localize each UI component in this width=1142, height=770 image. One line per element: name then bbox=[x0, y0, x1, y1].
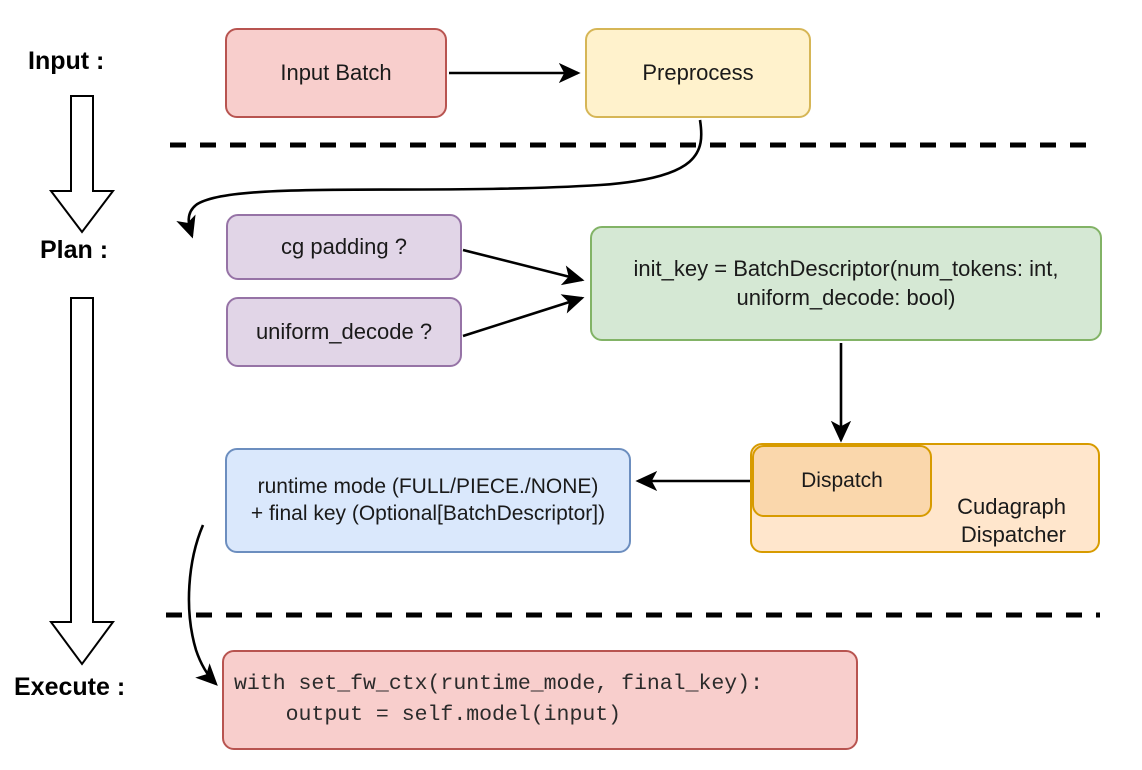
stage-flow-arrow-plan-to-execute bbox=[49, 297, 115, 666]
node-cg-padding[interactable]: cg padding ? bbox=[226, 214, 462, 280]
stage-label-plan: Plan : bbox=[40, 236, 109, 264]
node-dispatch[interactable]: Dispatch bbox=[752, 445, 932, 517]
arrow-uniform-decode-to-init-key bbox=[462, 294, 585, 338]
node-cudagraph-dispatcher-line2: Dispatcher bbox=[960, 521, 1066, 547]
stage-flow-arrow-input-to-plan bbox=[48, 95, 116, 234]
stage-label-execute: Execute : bbox=[14, 673, 126, 701]
arrow-cg-padding-to-init-key bbox=[462, 248, 585, 286]
node-init-key[interactable]: init_key = BatchDescriptor(num_tokens: i… bbox=[590, 226, 1102, 341]
node-runtime-mode-line2: + final key (Optional[BatchDescriptor]) bbox=[250, 501, 606, 525]
node-execute-code[interactable]: with set_fw_ctx(runtime_mode, final_key)… bbox=[222, 650, 858, 750]
node-init-key-line1: init_key = BatchDescriptor(num_tokens: i… bbox=[633, 256, 1059, 282]
node-runtime-mode[interactable]: runtime mode (FULL/PIECE./NONE) + final … bbox=[225, 448, 631, 553]
arrow-runtime-mode-to-execute-code bbox=[187, 524, 218, 686]
node-execute-code-line1: with set_fw_ctx(runtime_mode, final_key)… bbox=[234, 671, 763, 696]
node-uniform-decode[interactable]: uniform_decode ? bbox=[226, 297, 462, 367]
node-input-batch[interactable]: Input Batch bbox=[225, 28, 447, 118]
node-preprocess[interactable]: Preprocess bbox=[585, 28, 811, 118]
node-runtime-mode-line1: runtime mode (FULL/PIECE./NONE) bbox=[257, 474, 599, 498]
node-cudagraph-dispatcher-line1: Cudagraph bbox=[957, 493, 1066, 519]
node-execute-code-line2: output = self.model(input) bbox=[234, 703, 622, 727]
stage-label-input: Input : bbox=[28, 47, 105, 75]
node-init-key-line2: uniform_decode: bool) bbox=[736, 284, 956, 310]
